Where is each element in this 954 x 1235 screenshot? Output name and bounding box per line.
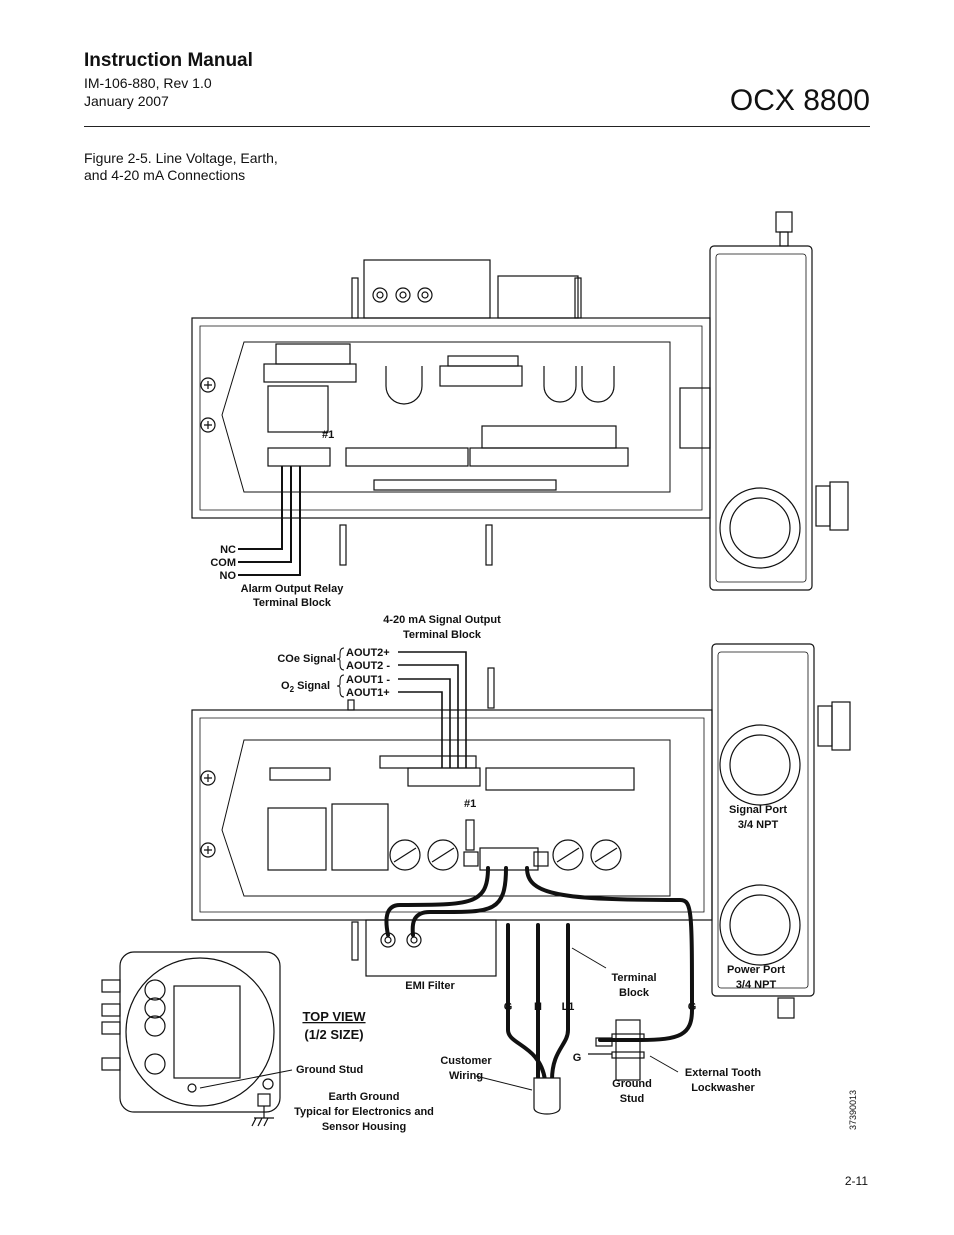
alarm-relay-wires xyxy=(238,466,301,576)
customer-wiring-conduit xyxy=(533,1077,561,1115)
label-n: N xyxy=(534,1001,542,1013)
label-signal-port-2: 3/4 NPT xyxy=(738,819,779,831)
label-earth-ground-3: Sensor Housing xyxy=(322,1121,406,1133)
coe-brace xyxy=(336,647,345,671)
top-junction-box xyxy=(679,211,849,591)
caption-line-2: and 4-20 mA Connections xyxy=(84,167,246,183)
label-signal-output-2: Terminal Block xyxy=(403,629,482,641)
label-nc: NC xyxy=(220,544,236,556)
top-electronics-housing xyxy=(191,259,711,566)
label-g-left: G xyxy=(504,1001,513,1013)
label-alarm-relay-2: Terminal Block xyxy=(253,597,332,609)
label-hash1-top: #1 xyxy=(322,429,334,441)
power-wiring xyxy=(384,866,695,1082)
bottom-electronics-housing xyxy=(191,667,713,977)
label-earth-ground-1: Earth Ground xyxy=(329,1091,400,1103)
label-aout2-minus: AOUT2 - xyxy=(346,660,390,672)
label-ground-stud: Ground Stud xyxy=(296,1064,363,1076)
o2-brace xyxy=(336,674,345,698)
document-number: IM-106-880, Rev 1.0 xyxy=(84,75,212,91)
label-o2-signal: O2 Signal xyxy=(281,680,330,694)
label-top-view-2: (1/2 SIZE) xyxy=(304,1027,363,1042)
label-aout2-plus: AOUT2+ xyxy=(346,647,390,659)
label-g-right: G xyxy=(688,1001,697,1013)
label-power-port-1: Power Port xyxy=(727,964,785,976)
bottom-junction-box xyxy=(711,643,851,1019)
leader-lines xyxy=(199,947,679,1091)
manual-title: Instruction Manual xyxy=(84,50,253,71)
label-customer-wiring-1: Customer xyxy=(440,1055,492,1067)
document-date: January 2007 xyxy=(84,93,169,109)
label-external-tooth-1: External Tooth xyxy=(685,1067,761,1079)
label-external-tooth-2: Lockwasher xyxy=(691,1082,755,1094)
label-l1: L1 xyxy=(562,1001,575,1013)
label-ground-stud2-2: Stud xyxy=(620,1093,644,1105)
label-emi-filter: EMI Filter xyxy=(405,980,455,992)
drawing-id: 37390013 xyxy=(848,1090,858,1130)
label-customer-wiring-2: Wiring xyxy=(449,1070,483,1082)
label-aout1-plus: AOUT1+ xyxy=(346,687,390,699)
emi-filter-studs xyxy=(380,932,422,948)
signal-output-wires xyxy=(398,651,467,768)
label-g-stud: G xyxy=(573,1052,582,1064)
ground-stud-assembly xyxy=(588,1019,645,1081)
label-no: NO xyxy=(220,570,237,582)
label-terminal-block-2: Block xyxy=(619,987,650,999)
label-terminal-block-1: Terminal xyxy=(611,972,656,984)
label-top-view-1: TOP VIEW xyxy=(302,1009,366,1024)
label-alarm-relay-1: Alarm Output Relay xyxy=(241,583,345,595)
label-signal-port-1: Signal Port xyxy=(729,804,787,816)
header-rule xyxy=(84,126,870,127)
label-power-port-2: 3/4 NPT xyxy=(736,979,777,991)
top-view-housing xyxy=(101,951,281,1127)
caption-line-1: Figure 2-5. Line Voltage, Earth, xyxy=(84,150,278,166)
label-earth-ground-2: Typical for Electronics and xyxy=(294,1106,434,1118)
product-name: OCX 8800 xyxy=(729,84,870,117)
label-signal-output-1: 4-20 mA Signal Output xyxy=(383,614,501,626)
diagram-labels: NC COM NO Alarm Output Relay Terminal Bl… xyxy=(210,429,858,1133)
label-ground-stud2-1: Ground xyxy=(612,1078,652,1090)
label-hash1-bottom: #1 xyxy=(464,798,476,810)
label-com: COM xyxy=(210,557,236,569)
figure-caption: Figure 2-5. Line Voltage, Earth, and 4-2… xyxy=(84,150,278,184)
label-coe-signal: COe Signal xyxy=(277,653,336,665)
label-aout1-minus: AOUT1 - xyxy=(346,674,390,686)
page-number: 2-11 xyxy=(844,1174,868,1188)
